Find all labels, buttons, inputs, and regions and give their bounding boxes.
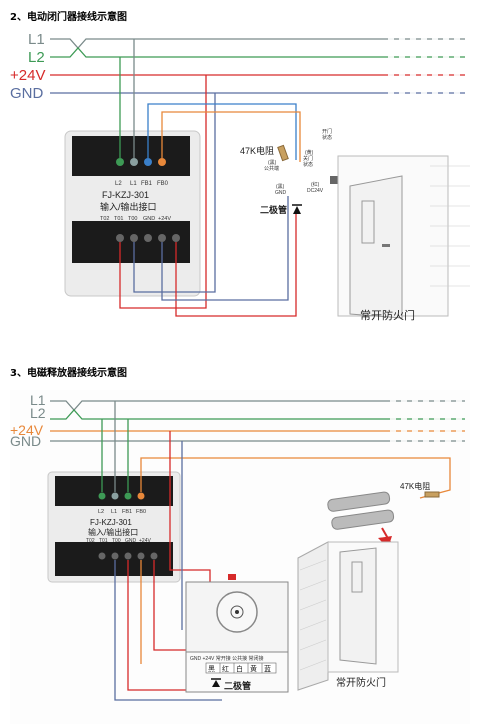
bottom-terminal-gnd: GND <box>143 216 155 222</box>
l2-line-2 <box>50 409 465 420</box>
l1-line-2 <box>50 400 465 411</box>
bottom-terminal-24v-2: +24V <box>139 538 151 544</box>
release-header: GND +24V 常开接 公共接 常闭接 <box>190 655 264 662</box>
terminal-fb1-screw <box>144 158 152 166</box>
top-terminal-fb0-2: FB0 <box>136 509 146 515</box>
resistor-47k <box>277 144 289 162</box>
top-terminal-l2-2: L2 <box>98 509 104 515</box>
fire-door <box>337 155 470 319</box>
gnd-label-2: GND <box>10 433 41 449</box>
module-fj-kzj-301-2: L2 L1 FB1 FB0 FJ-KZJ-301 输入/输出接口 T02 T01… <box>47 471 181 583</box>
bus-lines-2 <box>50 400 465 442</box>
release-color-blue: 蓝 <box>264 664 271 673</box>
bus-wires <box>119 39 301 317</box>
l1-line <box>50 38 465 49</box>
release-color-black: 黑 <box>208 665 215 673</box>
l1-label-2: L1 <box>30 392 46 408</box>
bottom-terminal-24v: +24V <box>158 216 171 222</box>
bus-lines <box>50 38 465 94</box>
bottom-terminal-gnd-2: GND <box>125 538 137 544</box>
l1-label: L1 <box>28 31 45 48</box>
bottom-terminal-t00-2: T00 <box>112 538 121 544</box>
bottom-terminal-t02-2: T02 <box>86 538 95 544</box>
bottom-terminal-block <box>72 221 190 263</box>
fire-door-2 <box>297 541 399 691</box>
module-name: FJ-KZJ-301 <box>102 190 149 200</box>
section2-diagram: L1 L2 +24V GND L2 L1 FB1 FB0 FJ-KZJ-301 … <box>10 390 470 724</box>
bottom-terminal-t00: T00 <box>128 216 137 222</box>
release-terminal-colors: 黑 红 白 黄 蓝 <box>205 662 277 674</box>
release-color-red: 红 <box>222 664 229 673</box>
l2-line <box>50 47 465 58</box>
release-color-white: 白 <box>236 664 243 673</box>
top-terminal-fb1-2: FB1 <box>122 509 132 515</box>
top-terminal-fb1: FB1 <box>141 181 153 187</box>
resistor-label: 47K电阻 <box>240 145 274 156</box>
resistor-47k-2 <box>424 491 440 498</box>
resistor-label-2: 47K电阻 <box>400 481 430 491</box>
door-caption-2: 常开防火门 <box>336 676 386 689</box>
top-terminal-block-2 <box>55 476 173 506</box>
note-gnd: (黑)GND <box>275 184 287 196</box>
release-color-yellow: 黄 <box>250 664 257 673</box>
top-terminal-fb0: FB0 <box>157 181 169 187</box>
section1-diagram: L1 L2 +24V GND L2 L1 FB1 FB0 FJ-KZJ-301 … <box>10 31 470 322</box>
section1-heading: 2、电动闭门器接线示意图 <box>10 12 127 23</box>
bottom-terminal-t01-2: T01 <box>99 538 108 544</box>
terminal-l2-screw <box>116 158 124 166</box>
l2-label: L2 <box>28 49 45 66</box>
module-name-2: FJ-KZJ-301 <box>90 518 132 527</box>
terminal-fb0-screw <box>158 158 166 166</box>
top-terminal-l1: L1 <box>130 181 137 187</box>
door-sensor <box>327 491 395 530</box>
gnd-label: GND <box>10 85 44 102</box>
magnetic-release <box>185 574 289 653</box>
module-subtitle: 输入/输出接口 <box>100 201 157 212</box>
terminal-l1-screw <box>130 158 138 166</box>
note-dc24: (红)DC24V <box>307 181 324 194</box>
note-closed-state: (黄)关门状态 <box>303 149 314 168</box>
door-caption: 常开防火门 <box>360 308 415 322</box>
diode-icon <box>292 204 302 214</box>
note-open-state: 开门状态 <box>322 128 332 141</box>
l2-label-2: L2 <box>30 405 46 421</box>
module-fj-kzj-301: L2 L1 FB1 FB0 FJ-KZJ-301 输入/输出接口 T02 T01… <box>64 130 201 297</box>
v24-label-2: +24V <box>10 422 44 438</box>
top-terminal-block <box>72 136 190 176</box>
section2-heading: 3、电磁释放器接线示意图 <box>10 368 127 379</box>
module-subtitle-2: 输入/输出接口 <box>88 527 138 537</box>
note-common: (黑)公共端 <box>264 160 279 172</box>
top-terminal-l1-2: L1 <box>111 509 117 515</box>
bottom-terminal-t02: T02 <box>100 216 109 222</box>
diode-label-2: 二极管 <box>224 680 251 691</box>
diode-icon-2 <box>211 678 221 687</box>
bottom-terminal-t01: T01 <box>114 216 123 222</box>
diode-label: 二极管 <box>260 204 287 215</box>
top-terminal-l2: L2 <box>115 181 122 187</box>
v24-label: +24V <box>10 67 45 84</box>
